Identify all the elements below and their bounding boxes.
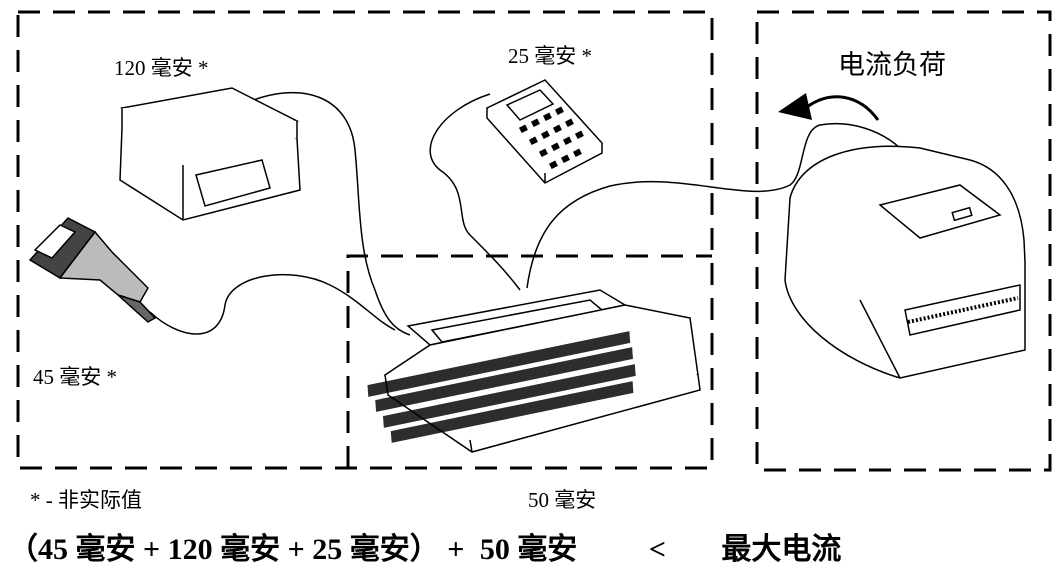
keyboard-group-boundary [346, 254, 712, 468]
scale-current-label: 120 毫安 * [114, 56, 209, 80]
scanner-device [28, 217, 157, 323]
accessory-group-boundary [16, 10, 714, 470]
formula-term2: 50 毫安 [479, 533, 578, 566]
printer-slot [907, 296, 1019, 324]
keypad-keys [518, 106, 584, 170]
keypad-cable [429, 93, 521, 291]
scanner-cable [149, 273, 396, 335]
formula-term1: 45 毫安 + 120 毫安 + 25 毫安 [38, 533, 410, 566]
printer-device [784, 145, 1026, 379]
formula-less-than: < [648, 533, 666, 566]
scale-device [119, 87, 301, 221]
formula-result: 最大电流 [721, 533, 842, 566]
keypad-current-label: 25 毫安 * [508, 44, 592, 68]
scanner-current-label: 45 毫安 * [33, 365, 117, 389]
load-title: 电流负荷 [838, 50, 946, 80]
formula-close-paren: ） [409, 533, 440, 566]
keyboard-current-label: 50 毫安 [528, 488, 597, 512]
printer-cable [526, 122, 901, 289]
formula-open-paren: （ [8, 533, 38, 566]
footnote: * - 非实际值 [30, 488, 142, 512]
load-arrow-head [778, 93, 812, 120]
formula-plus: + [447, 533, 465, 566]
load-arrow [802, 95, 880, 121]
printer-group-boundary [755, 10, 1052, 472]
scale-cable [245, 91, 411, 336]
current-formula: （45 毫安 + 120 毫安 + 25 毫安） + 50 毫安 < 最大电流 [8, 524, 841, 568]
keyboard-keys [367, 331, 636, 443]
keypad-device [485, 79, 604, 184]
